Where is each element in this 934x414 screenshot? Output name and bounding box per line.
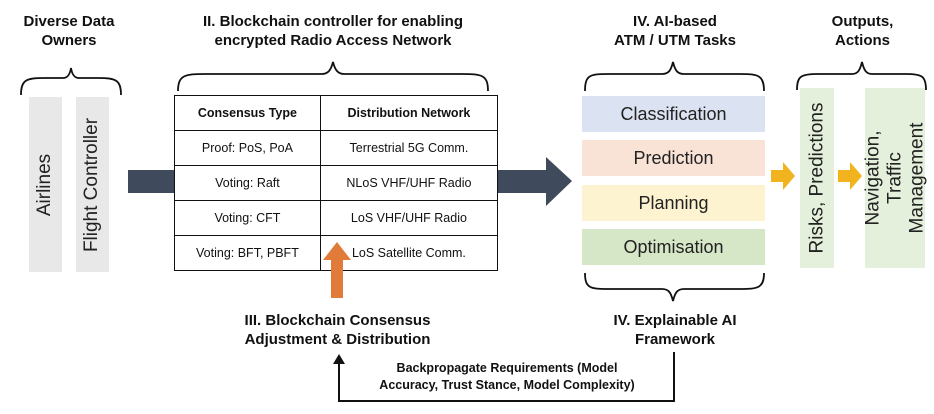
table-row: Proof: PoS, PoA Terrestrial 5G Comm. — [174, 130, 499, 166]
owners-brace — [20, 67, 122, 96]
flow-arrow-left — [128, 170, 176, 193]
output-arrow-2 — [838, 162, 862, 190]
column-header-consensus: Consensus Type — [174, 95, 321, 131]
consensus-up-arrow — [323, 242, 351, 298]
output-bar-navigation: Navigation, Traffic Management — [862, 88, 927, 268]
table-cell: LoS VHF/UHF Radio — [319, 200, 499, 236]
flow-arrow-right — [498, 170, 546, 193]
table-cell: Proof: PoS, PoA — [174, 130, 321, 166]
output-label-risks: Risks, Predictions — [806, 102, 827, 254]
controller-brace — [177, 61, 489, 92]
table-row: Voting: CFT LoS VHF/UHF Radio — [174, 200, 499, 236]
flow-arrow-head — [546, 157, 572, 206]
backprop-arrowhead — [333, 354, 345, 364]
output-arrow-1 — [771, 162, 795, 190]
owner-bar-flight-controller: Flight Controller — [76, 97, 109, 272]
table-row: Voting: Raft NLoS VHF/UHF Radio — [174, 165, 499, 201]
table-cell: Voting: CFT — [174, 200, 321, 236]
task-classification: Classification — [582, 96, 765, 132]
table-cell: LoS Satellite Comm. — [319, 235, 499, 271]
owner-label-flight-controller: Flight Controller — [81, 117, 103, 252]
controller-table: Consensus Type Distribution Network Proo… — [174, 95, 499, 271]
task-planning: Planning — [582, 185, 765, 221]
output-label-navigation: Navigation, Traffic Management — [862, 122, 927, 234]
owner-bar-airlines: Airlines — [29, 97, 62, 272]
table-header-row: Consensus Type Distribution Network — [174, 95, 499, 131]
table-cell: Voting: BFT, PBFT — [174, 235, 321, 271]
outputs-brace — [796, 61, 927, 91]
table-cell: NLoS VHF/UHF Radio — [319, 165, 499, 201]
ai-tasks-bottom-brace — [584, 272, 765, 302]
backprop-line — [338, 352, 675, 402]
owner-label-airlines: Airlines — [34, 153, 56, 216]
table-row: Voting: BFT, PBFT LoS Satellite Comm. — [174, 235, 499, 271]
table-cell: Voting: Raft — [174, 165, 321, 201]
column-header-distribution: Distribution Network — [319, 95, 499, 131]
ai-tasks-top-brace — [584, 61, 765, 92]
task-prediction: Prediction — [582, 140, 765, 176]
table-cell: Terrestrial 5G Comm. — [319, 130, 499, 166]
task-optimisation: Optimisation — [582, 229, 765, 265]
outputs-heading: Outputs,Actions — [831, 13, 894, 49]
output-bar-risks: Risks, Predictions — [800, 88, 834, 268]
